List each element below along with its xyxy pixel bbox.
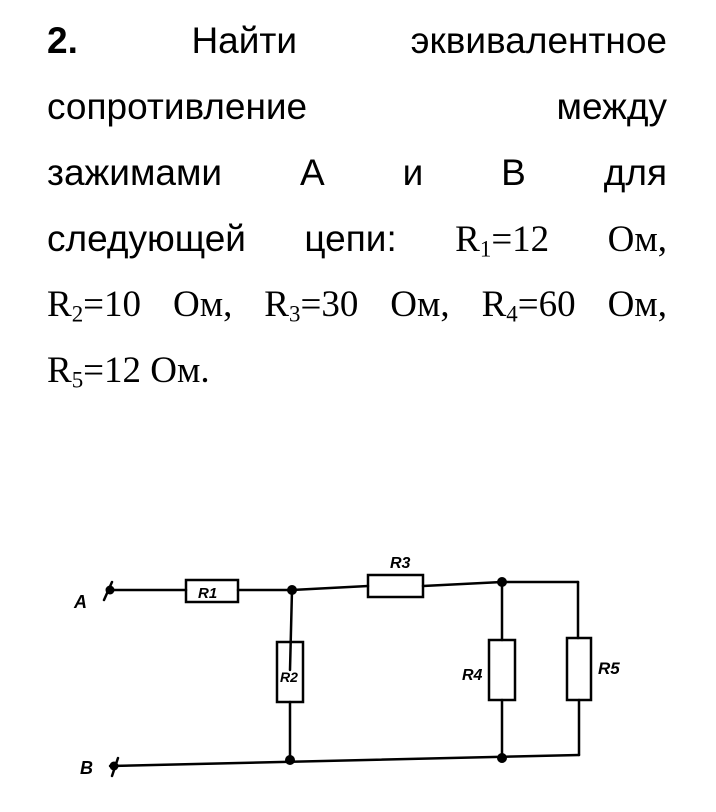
wire-bottom [108, 753, 581, 768]
problem-statement: 2. Найти эквивалентное сопротивление меж… [47, 8, 667, 404]
label-r5: R5 [598, 659, 620, 678]
junction-node-4 [497, 753, 507, 763]
terminal-a-dot [105, 585, 115, 595]
word-equivalent: эквивалентное [410, 20, 667, 61]
resistor-r5 [565, 636, 593, 702]
word-resistance: сопротивление [47, 86, 308, 127]
unit-r2: Ом, [172, 284, 233, 325]
circuit-diagram: A B R1 R3 R2 R4 R5 [73, 555, 620, 778]
word-terminals: зажимами [47, 152, 223, 193]
label-r3: R3 [390, 555, 411, 572]
problem-line-5: R2=10 Ом, R3=30 Ом, R4=60 Ом, [47, 272, 667, 338]
unit-r1: Ом, [607, 219, 667, 260]
unit-r4: Ом, [607, 284, 667, 325]
junction-node-2 [497, 577, 507, 587]
wire-node-r3 [290, 584, 370, 592]
unit-r3: Ом, [390, 284, 450, 325]
junction-node-1 [287, 585, 297, 595]
resistor-r3 [366, 573, 425, 599]
wire-r3-node [421, 580, 504, 588]
problem-line-4: следующей цепи: R1=12 Ом, [47, 206, 667, 272]
problem-line-6: R5=12 Ом. [47, 338, 667, 404]
value-r4: R4=60 [481, 284, 576, 327]
problem-number: 2. [47, 20, 78, 61]
word-find: Найти [191, 20, 298, 61]
word-for: для [603, 152, 667, 193]
value-r1: R1=12 [455, 219, 550, 262]
resistor-r4 [487, 638, 517, 702]
word-terminal-b: В [501, 152, 526, 193]
word-terminal-a: А [300, 152, 325, 193]
label-r4: R4 [462, 667, 483, 684]
value-r5: R5=12 Ом. [47, 350, 210, 393]
terminal-b-label: B [80, 758, 93, 778]
value-r3: R3=30 [264, 284, 359, 327]
label-r2: R2 [280, 669, 298, 685]
terminal-b-dot [109, 761, 119, 771]
problem-line-3: зажимами А и В для [47, 140, 667, 206]
problem-line-2: сопротивление между [47, 74, 667, 140]
word-circuit: цепи: [304, 218, 397, 259]
label-r1: R1 [198, 585, 217, 602]
junction-node-3 [285, 755, 295, 765]
word-and: и [402, 152, 424, 193]
value-r2: R2=10 [47, 284, 142, 327]
word-following: следующей [47, 218, 246, 259]
wire-node-r2 [288, 588, 294, 672]
problem-line-1: 2. Найти эквивалентное [47, 8, 667, 74]
word-between: между [556, 86, 667, 127]
terminal-a-label: A [73, 592, 87, 612]
